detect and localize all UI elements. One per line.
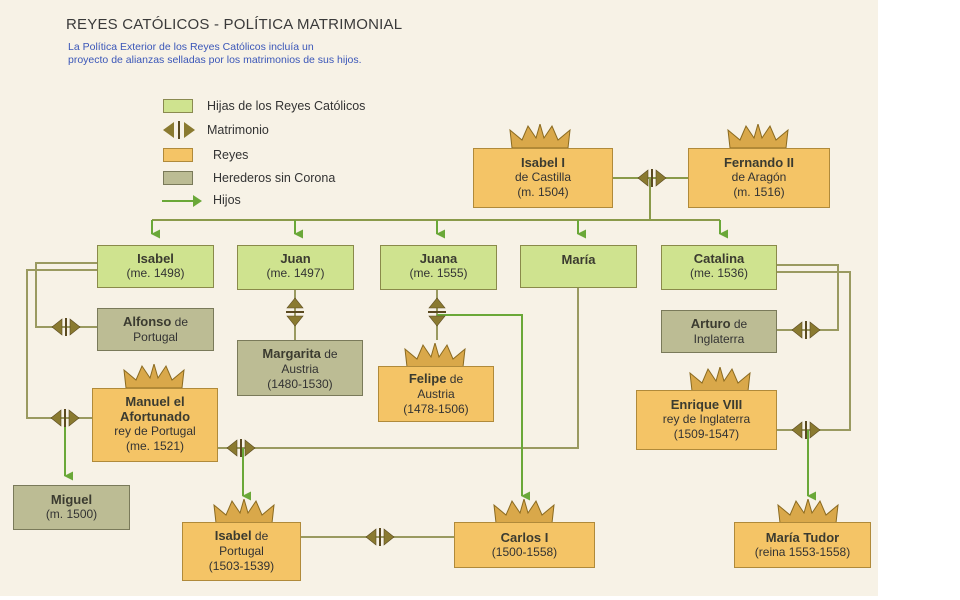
- node-dates: (1478-1506): [403, 402, 469, 416]
- node-name: Enrique VIII: [670, 397, 743, 412]
- legend-swatch-heirs: [163, 171, 193, 185]
- legend-label-kings: Reyes: [213, 148, 249, 162]
- node-name: María: [561, 252, 596, 267]
- connector-lines: [26, 169, 851, 546]
- node-margarita: Margarita de Austria (1480-1530): [237, 340, 363, 396]
- node-name: Juana: [419, 251, 458, 266]
- node-alfonso: Alfonso de Portugal: [97, 308, 214, 351]
- node-name: Manuel el: [125, 394, 185, 409]
- node-name: Isabel I: [520, 155, 566, 170]
- node-title: Austria: [281, 362, 319, 376]
- crown-icon: [509, 124, 571, 149]
- node-arturo: Arturo de Inglaterra: [661, 310, 777, 353]
- node-isabel-i: Isabel I de Castilla (m. 1504): [473, 148, 613, 208]
- legend-swatch-kings: [163, 148, 193, 162]
- node-name: Miguel: [50, 492, 93, 507]
- node-maria-tudor: María Tudor (reina 1553-1558): [734, 522, 871, 568]
- node-title: Portugal: [133, 330, 178, 344]
- node-dates: (reina 1553-1558): [754, 545, 851, 559]
- node-name: Isabel: [137, 251, 174, 266]
- node-name: Catalina: [693, 251, 745, 266]
- node-name-suffix: de: [730, 317, 748, 331]
- crown-icon: [727, 124, 789, 149]
- crown-icon: [689, 367, 751, 392]
- node-name: Alfonso: [122, 314, 172, 329]
- node-isabel-de-portugal: Isabel de Portugal (1503-1539): [182, 522, 301, 581]
- node-name: Margarita: [262, 346, 321, 361]
- node-dates: (1503-1539): [208, 559, 275, 573]
- node-name-suffix: de: [251, 529, 269, 543]
- node-juana: Juana (me. 1555): [380, 245, 497, 290]
- node-enrique-viii: Enrique VIII rey de Inglaterra (1509-154…: [636, 390, 777, 450]
- node-title: Austria: [417, 387, 455, 401]
- crown-icon: [404, 343, 466, 368]
- crown-icon: [493, 499, 555, 524]
- node-dates: (me. 1498): [126, 266, 185, 280]
- crown-icon: [213, 499, 275, 524]
- node-dates: (1509-1547): [673, 427, 740, 441]
- node-isabel: Isabel (me. 1498): [97, 245, 214, 288]
- crown-icon: [123, 364, 185, 389]
- legend-label-heirs: Herederos sin Corona: [213, 171, 336, 185]
- node-dates: (m. 1504): [517, 185, 569, 199]
- node-title: de Castilla: [514, 170, 572, 184]
- node-dates: (me. 1555): [409, 266, 468, 280]
- node-dates: (1480-1530): [267, 377, 333, 391]
- legend-arrow-icon: [162, 195, 202, 207]
- node-name: Fernando II: [723, 155, 795, 170]
- marriage-symbol-horizontal: [50, 169, 821, 546]
- node-name: Felipe: [408, 371, 447, 386]
- node-juan: Juan (me. 1497): [237, 245, 354, 290]
- node-dates: (1500-1558): [491, 545, 558, 559]
- crown-icon: [777, 499, 839, 524]
- intro-line-2: proyecto de alianzas selladas por los ma…: [68, 54, 362, 66]
- node-dates: (me. 1497): [266, 266, 325, 280]
- marriage-symbol-vertical: [286, 297, 446, 327]
- node-dates: (m. 1516): [733, 185, 785, 199]
- legend-marriage-icon: [163, 121, 195, 139]
- node-dates: (m. 1500): [45, 507, 98, 521]
- node-name: Arturo: [690, 316, 731, 331]
- legend-label-children: Hijas de los Reyes Católicos: [207, 99, 366, 113]
- node-fernando-ii: Fernando II de Aragón (m. 1516): [688, 148, 830, 208]
- node-name-line-2: Afortunado: [119, 409, 191, 424]
- diagram-board: REYES CATÓLICOS - POLÍTICA MATRIMONIAL L…: [0, 0, 878, 596]
- node-maria: María: [520, 245, 637, 288]
- node-felipe: Felipe de Austria (1478-1506): [378, 366, 494, 422]
- legend-label-marriage: Matrimonio: [207, 123, 269, 137]
- node-title: rey de Portugal: [114, 424, 196, 438]
- legend-label-sons: Hijos: [213, 193, 241, 207]
- node-title: Inglaterra: [693, 332, 745, 346]
- node-dates: (me. 1536): [689, 266, 749, 280]
- node-name-suffix: de: [171, 315, 189, 329]
- node-dates: (me. 1521): [125, 439, 185, 453]
- intro-line-1: La Política Exterior de los Reyes Católi…: [68, 41, 314, 53]
- node-name: Isabel: [214, 528, 252, 543]
- node-title: de Aragón: [731, 170, 787, 184]
- node-name: Carlos I: [500, 530, 549, 545]
- arrow-to-carlos: [437, 314, 530, 501]
- node-carlos-i: Carlos I (1500-1558): [454, 522, 595, 568]
- node-miguel: Miguel (m. 1500): [13, 485, 130, 530]
- node-name: María Tudor: [765, 530, 840, 545]
- node-title: Portugal: [219, 544, 264, 558]
- intro-text: La Política Exterior de los Reyes Católi…: [68, 41, 488, 67]
- legend-swatch-children: [163, 99, 193, 113]
- node-title: rey de Inglaterra: [662, 412, 751, 426]
- node-name: Juan: [280, 251, 311, 266]
- node-name-suffix: de: [446, 372, 464, 386]
- node-name-suffix: de: [320, 347, 338, 361]
- node-manuel: Manuel el Afortunado rey de Portugal (me…: [92, 388, 218, 462]
- page-title: REYES CATÓLICOS - POLÍTICA MATRIMONIAL: [66, 16, 403, 33]
- node-catalina: Catalina (me. 1536): [661, 245, 777, 290]
